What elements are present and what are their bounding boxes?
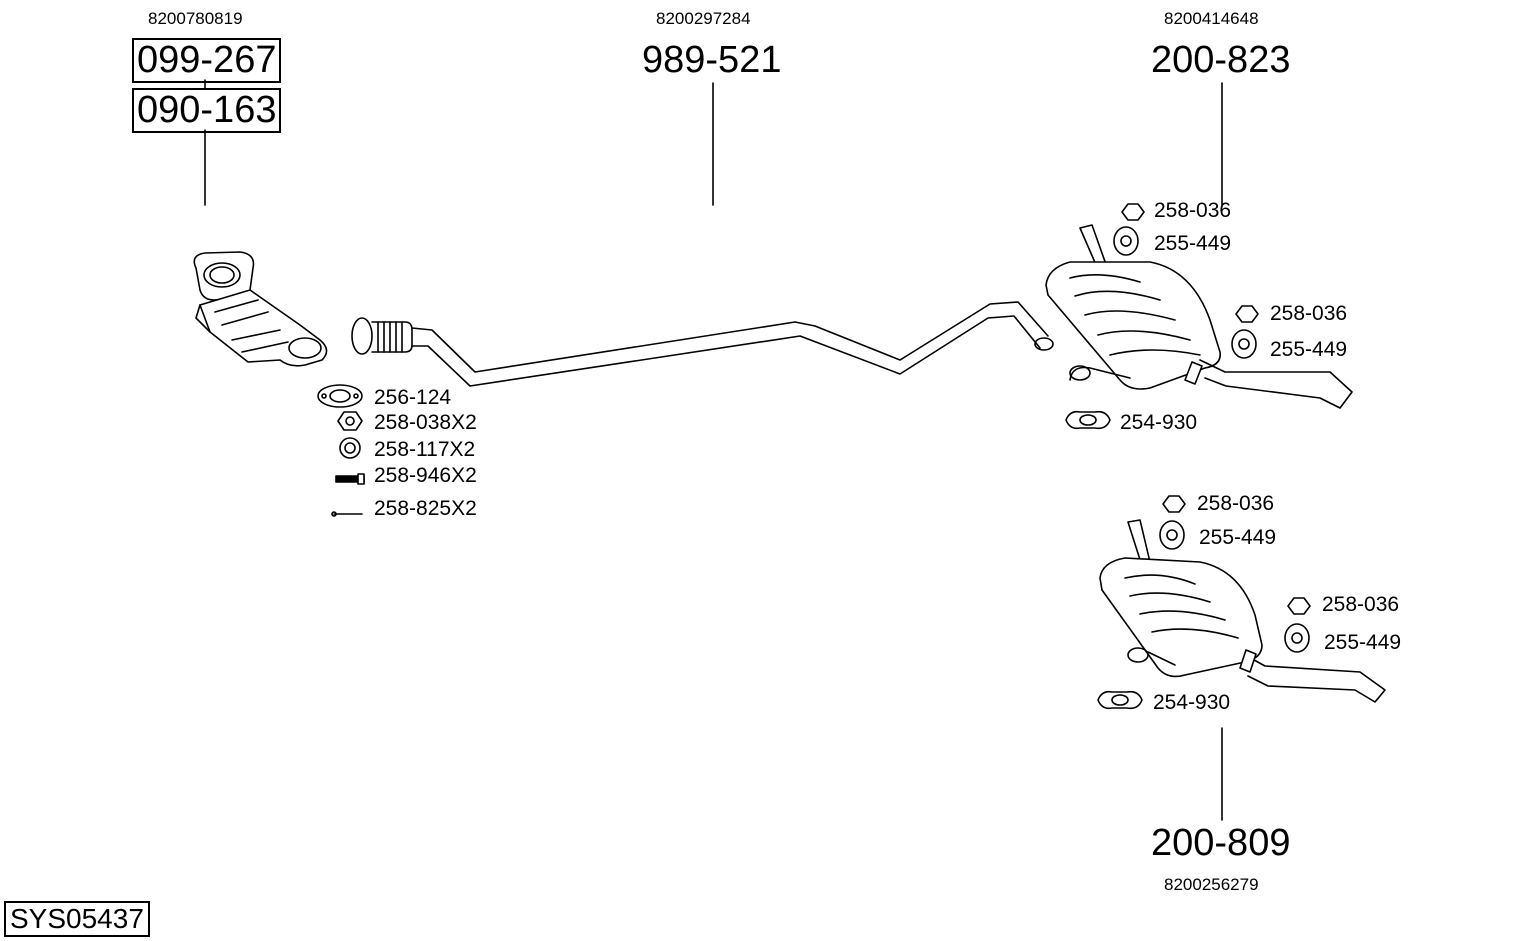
hardware-label-gasket[interactable]: 256-124 [374,386,452,409]
nut-icon [337,411,363,431]
part-number-pipe[interactable]: 989-521 [642,39,782,81]
oe-number-rear-lower: 8200256279 [1164,875,1259,894]
rubber-mount-icon [1113,226,1139,256]
hardware-label-nut[interactable]: 258-036 [1322,593,1400,616]
hardware-label-rubber-mount[interactable]: 255-449 [1324,631,1402,654]
hardware-label-nut[interactable]: 258-038X2 [374,411,477,434]
system-code: SYS05437 [4,901,150,937]
oe-number-pipe: 8200297284 [656,9,751,28]
spring-icon [335,473,365,485]
nut-icon [1162,495,1186,513]
part-number-catalyst-1[interactable]: 099-267 [132,38,282,83]
clamp-icon [1097,690,1143,710]
hardware-label-washer[interactable]: 258-117X2 [374,438,476,461]
part-number-rear-lower[interactable]: 200-809 [1151,822,1291,864]
rubber-mount-icon [1284,623,1310,653]
hardware-label-nut[interactable]: 258-036 [1270,302,1348,325]
rubber-mount-icon [1159,520,1185,550]
muffler-icon [1045,224,1353,409]
pipe-icon [351,301,1054,387]
bolt-icon [331,511,363,517]
nut-icon [1235,305,1259,323]
rubber-mount-icon [1231,329,1257,359]
washer-icon [339,437,361,459]
hardware-label-rubber-mount[interactable]: 255-449 [1199,526,1277,549]
oe-number-rear-upper: 8200414648 [1164,9,1259,28]
nut-icon [1287,597,1311,615]
hardware-label-rubber-mount[interactable]: 255-449 [1270,338,1348,361]
part-number-rear-upper[interactable]: 200-823 [1151,39,1291,81]
nut-icon [1121,203,1145,221]
catalytic-converter-icon [193,251,328,367]
clamp-icon [1065,410,1111,430]
gasket-icon [317,384,363,408]
hardware-label-bolt[interactable]: 258-825X2 [374,497,477,520]
hardware-label-nut[interactable]: 258-036 [1154,199,1232,222]
hardware-label-clamp[interactable]: 254-930 [1120,411,1198,434]
hardware-label-clamp[interactable]: 254-930 [1153,691,1231,714]
hardware-label-spring[interactable]: 258-946X2 [374,464,477,487]
part-number-catalyst-2[interactable]: 090-163 [132,88,282,133]
hardware-label-rubber-mount[interactable]: 255-449 [1154,232,1232,255]
hardware-label-nut[interactable]: 258-036 [1197,492,1275,515]
muffler-icon [1099,519,1386,703]
oe-number-catalyst: 8200780819 [148,9,243,28]
